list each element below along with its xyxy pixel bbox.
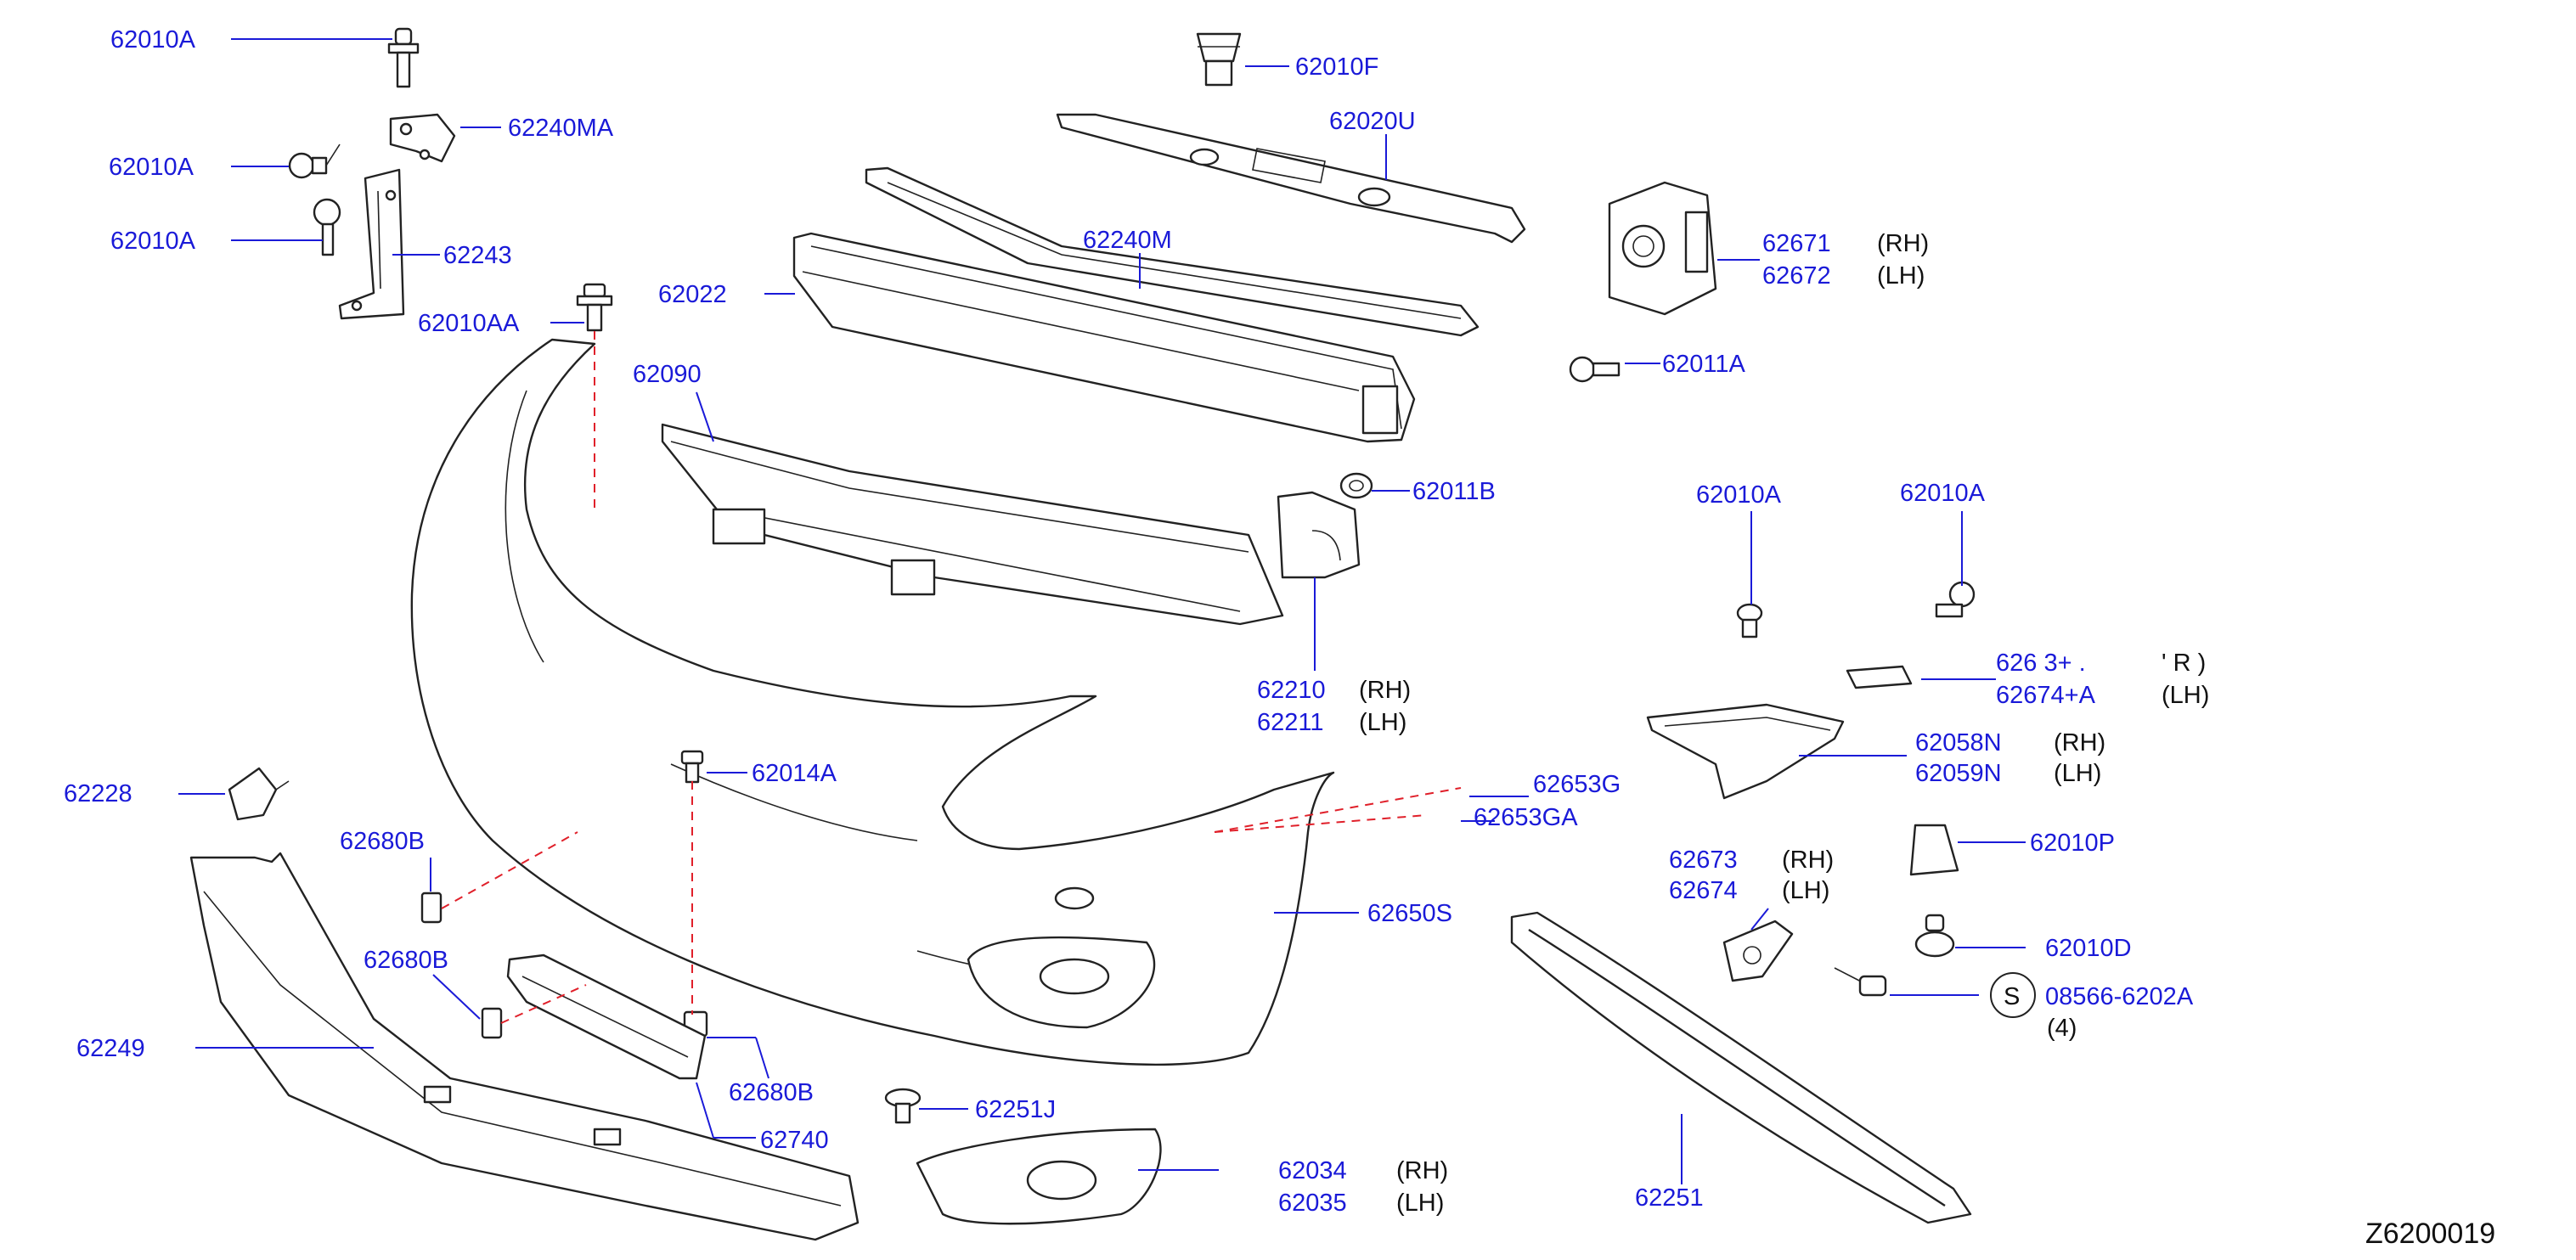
clip-62010d-icon bbox=[1914, 914, 1955, 958]
label-62210: 62210 bbox=[1257, 677, 1326, 704]
label-62249: 62249 bbox=[76, 1035, 145, 1062]
label-62672: 62672 bbox=[1762, 262, 1831, 290]
bracket-62240ma-icon bbox=[389, 113, 456, 163]
label-62680b-upper: 62680B bbox=[340, 828, 425, 855]
push-clip-62010f-icon bbox=[1196, 32, 1242, 87]
label-62010p: 62010P bbox=[2030, 830, 2115, 857]
label-62090: 62090 bbox=[633, 361, 702, 388]
label-62014a: 62014A bbox=[752, 760, 837, 787]
clip-62680b-lower-icon bbox=[481, 1007, 503, 1039]
label-62011b: 62011B bbox=[1412, 478, 1496, 505]
label-62010d: 62010D bbox=[2045, 935, 2132, 962]
part-labels: 62010A 62010A 62240MA 62010A 62243 62010… bbox=[64, 26, 2495, 1250]
bracket-62673-icon bbox=[1722, 920, 1794, 982]
label-62059n: 62059N bbox=[1915, 760, 2002, 787]
bolt-62010aa-icon bbox=[576, 283, 613, 332]
label-62680b-right: 62680B bbox=[729, 1079, 814, 1106]
label-62211-side: (LH) bbox=[1359, 709, 1406, 736]
label-62671-side: (RH) bbox=[1877, 230, 1929, 257]
label-62034: 62034 bbox=[1278, 1157, 1347, 1184]
label-62010a-right2: 62010A bbox=[1900, 480, 1986, 507]
label-62010f: 62010F bbox=[1295, 53, 1378, 81]
label-62740: 62740 bbox=[760, 1127, 829, 1154]
label-62010a-lower: 62010A bbox=[110, 228, 196, 255]
label-62020u: 62020U bbox=[1329, 108, 1416, 135]
bolt-62010a-lower-icon bbox=[313, 198, 341, 256]
label-62211: 62211 bbox=[1257, 709, 1324, 736]
bracket-62740-icon bbox=[506, 953, 707, 1080]
bolt-62010a-mid-icon bbox=[288, 143, 341, 179]
label-62650s: 62650S bbox=[1367, 900, 1452, 927]
label-62011a: 62011A bbox=[1662, 351, 1745, 378]
label-62243: 62243 bbox=[443, 242, 512, 269]
label-62674a-side: (LH) bbox=[2162, 682, 2209, 709]
absorber-62240m-icon bbox=[865, 166, 1480, 337]
screw-08566-6202a-icon bbox=[1834, 967, 1887, 997]
label-62240ma: 62240MA bbox=[508, 115, 614, 142]
bracket-62058n-icon bbox=[1646, 703, 1845, 800]
label-62251: 62251 bbox=[1635, 1184, 1704, 1212]
label-62059n-side: (LH) bbox=[2054, 760, 2101, 787]
label-62674a: 62674+A bbox=[1996, 682, 2096, 709]
bumper-fascia-62650s-icon bbox=[410, 338, 1335, 1066]
label-62673-upper: 626 3+ . bbox=[1996, 650, 2086, 677]
leader-lines bbox=[178, 38, 2036, 1184]
label-62251j: 62251J bbox=[975, 1096, 1056, 1123]
label-62010a-right1: 62010A bbox=[1696, 481, 1782, 509]
diagram-reference-code: Z6200019 bbox=[2365, 1218, 2495, 1250]
label-62673-upper-side: ' R ) bbox=[2162, 650, 2206, 677]
part-drawings bbox=[189, 27, 1976, 1241]
label-62671: 62671 bbox=[1762, 230, 1831, 257]
label-62680b-lower: 62680B bbox=[364, 947, 448, 974]
clip-62010a-top-icon bbox=[387, 27, 420, 88]
label-62240m: 62240M bbox=[1083, 227, 1172, 254]
absorber-62090-icon bbox=[661, 423, 1284, 626]
label-08566-6202a: 08566-6202A bbox=[2045, 983, 2194, 1010]
clip-62010p-icon bbox=[1909, 824, 1959, 876]
s-circle-symbol: S bbox=[2004, 983, 2020, 1010]
bolt-62011a-icon bbox=[1569, 356, 1621, 383]
label-62035: 62035 bbox=[1278, 1190, 1347, 1217]
clip-62680b-upper-icon bbox=[420, 892, 442, 924]
label-62010a-top: 62010A bbox=[110, 26, 196, 53]
label-62653ga: 62653GA bbox=[1474, 804, 1578, 831]
clip-62251j-icon bbox=[884, 1088, 922, 1124]
tow-hook-cap-62228-icon bbox=[228, 767, 290, 821]
label-62010a-mid: 62010A bbox=[109, 154, 194, 181]
assembly-dash-lines bbox=[441, 331, 1462, 1024]
grommet-62011b-icon bbox=[1339, 472, 1373, 499]
upper-stay-62020u-icon bbox=[1056, 113, 1526, 244]
label-62010aa: 62010AA bbox=[418, 310, 520, 337]
label-62674-side: (LH) bbox=[1782, 877, 1829, 904]
fog-lamp-cover-62034-icon bbox=[916, 1128, 1162, 1225]
label-62653g: 62653G bbox=[1533, 771, 1621, 798]
bracket-62210-icon bbox=[1277, 491, 1361, 579]
push-clip-62010a-right1-icon bbox=[1736, 603, 1763, 638]
label-62673-side: (RH) bbox=[1782, 847, 1834, 874]
label-62210-side: (RH) bbox=[1359, 677, 1411, 704]
fog-lamp-62671-icon bbox=[1608, 181, 1717, 316]
bracket-62243-icon bbox=[338, 168, 405, 320]
label-62228: 62228 bbox=[64, 780, 132, 807]
label-quantity-4: (4) bbox=[2047, 1015, 2077, 1042]
label-62058n: 62058N bbox=[1915, 729, 2002, 757]
label-62034-side: (RH) bbox=[1396, 1157, 1448, 1184]
bolt-62010a-right2-icon bbox=[1935, 581, 1976, 618]
label-62022: 62022 bbox=[658, 281, 727, 308]
label-62035-side: (LH) bbox=[1396, 1190, 1444, 1217]
grille-62251-icon bbox=[1510, 911, 1972, 1224]
label-62058n-side: (RH) bbox=[2054, 729, 2105, 757]
bracket-62673-small-icon bbox=[1846, 665, 1913, 689]
reinforcement-62022-icon bbox=[792, 232, 1416, 443]
label-62673: 62673 bbox=[1669, 847, 1738, 874]
label-62674: 62674 bbox=[1669, 877, 1738, 904]
undercover-62249-icon bbox=[189, 852, 860, 1241]
label-62672-side: (LH) bbox=[1877, 262, 1925, 290]
